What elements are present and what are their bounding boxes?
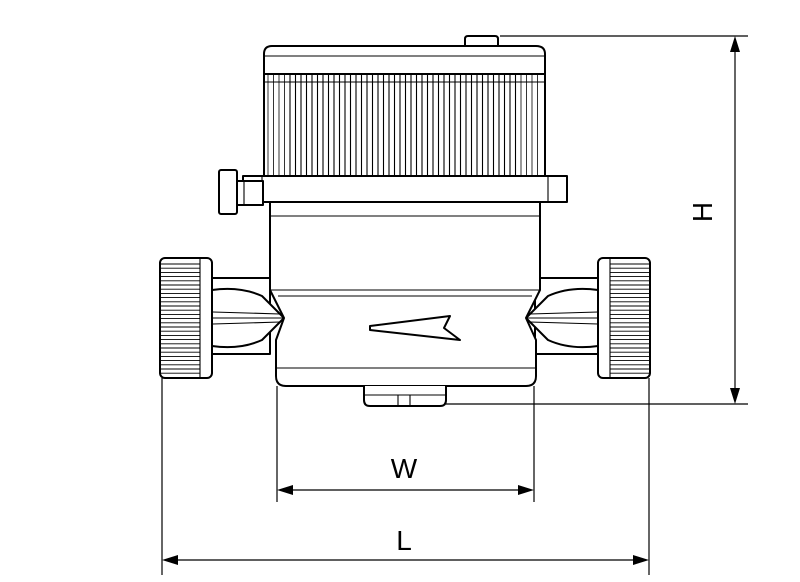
meter-thread-left [159,257,213,379]
dimension-height: H [446,35,748,405]
height-label: H [687,202,718,222]
meter-body [269,201,541,407]
dimension-width: W [276,386,535,502]
cap-ribs [267,74,538,176]
meter-flange [218,169,568,215]
length-label: L [396,525,412,556]
meter-pipe-stubs [206,277,604,355]
meter-thread-right [597,257,651,379]
thread-lines-left [160,263,200,374]
dimension-length: L [161,378,650,575]
flow-arrow-icon [369,315,461,341]
thread-lines-right [610,263,650,374]
meter-top-cap [263,35,546,177]
width-label: W [391,453,418,484]
